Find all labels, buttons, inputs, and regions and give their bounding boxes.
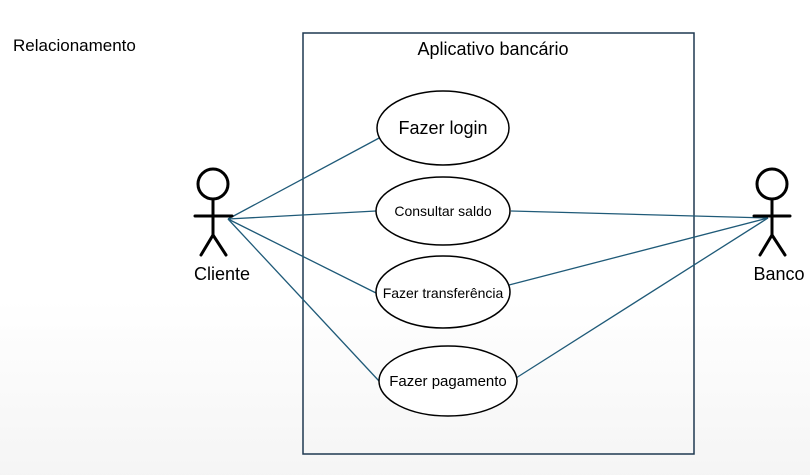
use-case-transferencia[interactable]: Fazer transferência [375, 255, 511, 329]
bank-actor-label: Banco [753, 264, 804, 284]
use-case-transferencia-label: Fazer transferência [383, 285, 504, 301]
bank-actor-icon [752, 167, 792, 257]
use-case-saldo-label: Consultar saldo [394, 203, 491, 219]
system-boundary [302, 32, 695, 455]
client-associations [227, 136, 382, 382]
use-case-login[interactable]: Fazer login [376, 90, 510, 166]
use-case-pagamento[interactable]: Fazer pagamento [378, 345, 518, 417]
assoc-client-pagamento [227, 218, 380, 382]
assoc-client-login [227, 136, 382, 220]
assoc-bank-saldo [510, 210, 769, 219]
section-label: Relacionamento [13, 36, 136, 55]
assoc-bank-pagamento [515, 217, 769, 379]
use-case-pagamento-label: Fazer pagamento [389, 373, 507, 390]
assoc-bank-transferencia [508, 217, 769, 286]
assoc-client-transferencia [227, 218, 377, 294]
system-title: Aplicativo bancário [417, 39, 568, 59]
use-case-login-label: Fazer login [398, 118, 487, 138]
use-case-saldo[interactable]: Consultar saldo [375, 176, 511, 246]
client-actor-label: Cliente [194, 264, 250, 284]
assoc-client-saldo [227, 210, 377, 220]
bank-associations [508, 210, 769, 379]
client-actor-icon [193, 167, 234, 257]
